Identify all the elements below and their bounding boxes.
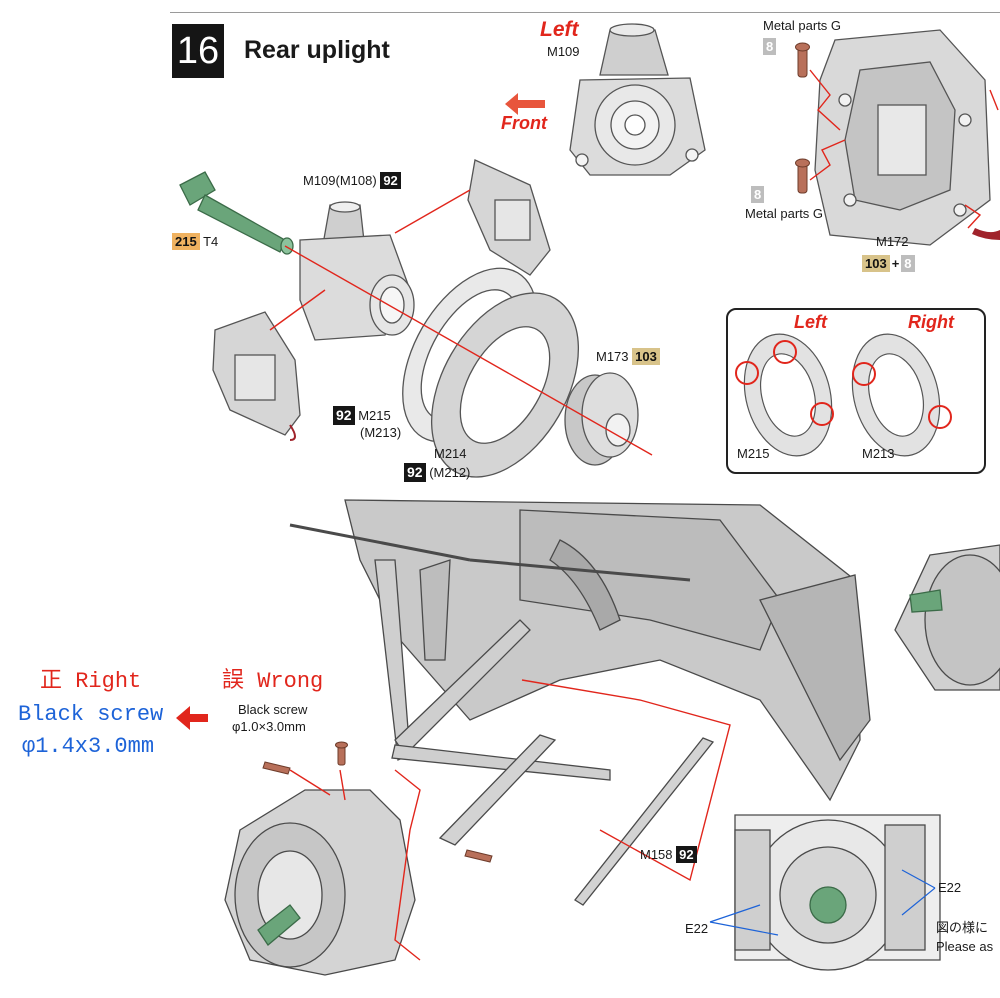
- metal-parts-g-top-label: Metal parts G: [763, 18, 842, 33]
- right-side-wheel-drawing: [894, 544, 1000, 691]
- wrong-heading: 誤 Wrong: [222, 669, 324, 694]
- black-screw-wrong: Black screw: [238, 702, 308, 717]
- inset-rings-drawing: [743, 333, 941, 457]
- m109-main-upright-drawing: [299, 201, 415, 341]
- hub-m173-drawing: [564, 372, 639, 466]
- step-title: Rear uplight: [244, 36, 390, 64]
- step-number: 16: [172, 24, 224, 78]
- wishbone-drawing: [374, 559, 611, 781]
- e22-left-label: E22: [685, 921, 709, 936]
- metal-parts-g-bottom-label: Metal parts G: [745, 206, 824, 221]
- inset-highlight-circles: [735, 340, 952, 429]
- m158-label: M158 92: [640, 846, 697, 863]
- top-rule: [170, 12, 1000, 13]
- front-label: Front: [501, 113, 547, 133]
- green-shaft-215: [179, 171, 294, 255]
- m172-badges: 103+8: [862, 255, 915, 272]
- e22-right-label: E22: [938, 880, 962, 895]
- m109-left-view-drawing: [569, 23, 706, 176]
- m213-paren-label: (M213): [360, 425, 402, 440]
- m212-label: 92 (M212): [404, 463, 470, 482]
- inset-right-label: Right: [908, 312, 954, 332]
- brake-disc-drawing: [402, 267, 580, 478]
- right-heading: 正 Right: [40, 669, 142, 694]
- screw-arrow: [176, 706, 208, 730]
- m109-top-label: M109: [547, 44, 580, 59]
- m214-label: M214: [434, 446, 467, 461]
- chassis-leader-lines: [289, 679, 731, 961]
- rear-wheel-assembly-drawing: [224, 789, 416, 976]
- inset-m213-label: M213: [862, 446, 895, 461]
- t4-label: 215 T4: [172, 233, 218, 250]
- main-leader-lines: [269, 189, 653, 456]
- black-screw-correct: Black screw: [18, 702, 164, 727]
- left-right-ring-inset: [726, 308, 986, 474]
- rear-hub-closeup-drawing: [734, 814, 941, 971]
- english-note: Please as: [936, 939, 994, 954]
- metal-pins: [795, 42, 810, 194]
- inset-left-label: Left: [794, 312, 827, 332]
- front-arrow: [505, 93, 545, 115]
- m172-leader-lines: [809, 69, 999, 229]
- e22-blue-leaders: [709, 869, 936, 936]
- inset-m215-label: M215: [737, 446, 770, 461]
- left-label-top: Left: [540, 18, 579, 41]
- screw-size-wrong: φ1.0×3.0mm: [232, 719, 306, 734]
- chassis-drawing: [289, 499, 871, 802]
- rod-m158-drawing: [438, 734, 715, 906]
- screw-size-correct: φ1.4x3.0mm: [22, 734, 155, 759]
- metal-parts-g-top-badge: 8: [763, 38, 777, 56]
- m173-label: M173 103: [596, 348, 660, 365]
- m109-main-label: M109(M108) 92: [303, 172, 401, 189]
- m172-carrier-drawing: [814, 29, 991, 246]
- m172-label: M172: [876, 234, 909, 249]
- caliper-lower-drawing: [212, 311, 301, 441]
- caliper-upper-drawing: [467, 159, 551, 276]
- red-arrow-fragment: [972, 228, 1000, 240]
- metal-parts-g-bottom-badge: 8: [751, 186, 765, 204]
- screws: [262, 741, 493, 863]
- japanese-note: 図の様に: [936, 921, 989, 936]
- m215-label: 92 M215: [333, 406, 391, 425]
